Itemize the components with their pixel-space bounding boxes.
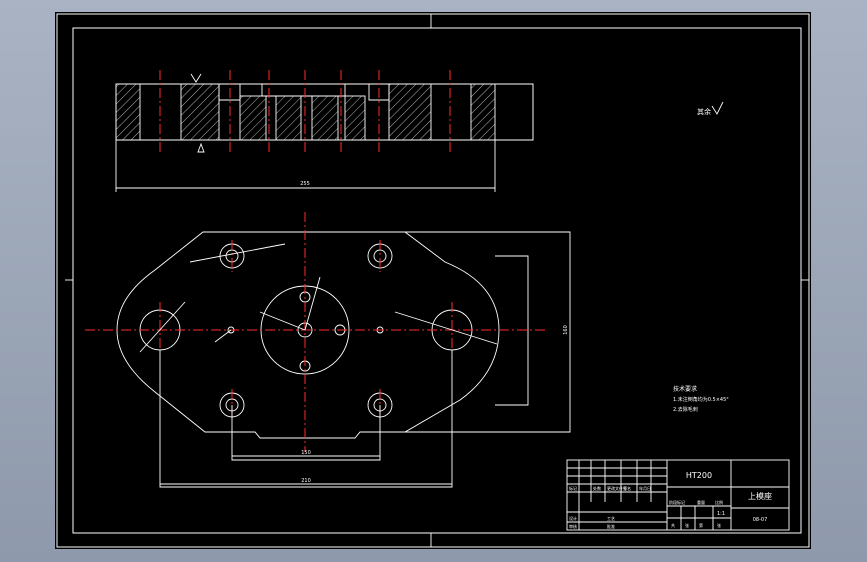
section-block-1	[115, 83, 141, 141]
scale-label: 比例	[715, 499, 723, 505]
row-label-4: 批准	[607, 523, 615, 529]
section-block-6	[344, 95, 366, 141]
section-block-4	[275, 95, 302, 141]
dim-extension-right	[405, 231, 571, 433]
cad-viewport[interactable]: 255	[55, 12, 811, 549]
datum-symbol	[197, 142, 205, 153]
scale-value: 1:1	[717, 511, 725, 517]
section-block-7	[388, 83, 432, 141]
leader-guide-right	[394, 311, 498, 345]
sheet-label-3: 第	[699, 522, 703, 528]
sheet-label-4: 张	[717, 522, 721, 528]
header-label-1: 标记	[569, 485, 577, 491]
requirement-2: 2.去除毛刺	[673, 406, 698, 413]
header-label-4: 签名	[623, 485, 631, 491]
requirements-heading: 技术要求	[673, 385, 697, 393]
material-text: HT200	[686, 471, 712, 480]
dim-text-255: 255	[300, 181, 310, 187]
part-name-text: 上模座	[748, 491, 772, 501]
section-block-8	[470, 83, 496, 141]
sheet-label-2: 张	[685, 522, 689, 528]
leader-small-hole	[214, 329, 232, 343]
roughness-note: 其余	[697, 101, 724, 116]
drawing-canvas: 255	[56, 13, 810, 548]
header-label-5: 年月日	[639, 485, 651, 491]
technical-requirements: 技术要求 1.未注倒角均为0.5×45° 2.去除毛刺	[673, 385, 729, 413]
row-label-3: 工艺	[607, 516, 615, 521]
leader-guide-left	[139, 301, 186, 353]
leader-bore	[259, 311, 306, 331]
header-label-2: 处数	[593, 485, 601, 491]
inner-border	[72, 27, 802, 534]
plan-view: 150 210 160	[85, 212, 571, 488]
leader-pin	[304, 276, 321, 331]
title-block: HT200 上模座 08-07 标记 处数 更改文件号 签名 年月日 设计 审核…	[566, 459, 790, 531]
row-label-2: 审核	[569, 523, 577, 529]
dim-text-160: 160	[563, 325, 569, 335]
row-label-1: 设计	[569, 515, 577, 521]
base-plate-outline	[116, 231, 500, 439]
roughness-symbol	[711, 101, 724, 115]
roughness-label: 其余	[697, 107, 711, 116]
weight-label: 重量	[697, 499, 705, 505]
drawing-number-text: 08-07	[753, 517, 768, 523]
stage-label: 阶段标记	[669, 499, 685, 505]
header-label-3: 更改文件号	[607, 485, 627, 491]
section-block-2	[180, 83, 220, 141]
outer-border	[56, 13, 810, 548]
roughness-symbol-top	[190, 73, 202, 83]
section-view: 255	[115, 70, 534, 192]
leader-bolt	[189, 243, 286, 263]
sheet-label-1: 共	[671, 522, 675, 528]
title-block-grid	[567, 460, 789, 530]
dim-extension-lines	[159, 350, 453, 488]
section-counterbores	[218, 84, 390, 101]
title-block-frame	[566, 459, 790, 531]
section-block-5	[311, 95, 339, 141]
section-block-3	[239, 95, 267, 141]
dim-text-150: 150	[301, 450, 311, 456]
dim-text-210: 210	[301, 478, 311, 484]
requirement-1: 1.未注倒角均为0.5×45°	[673, 396, 729, 403]
